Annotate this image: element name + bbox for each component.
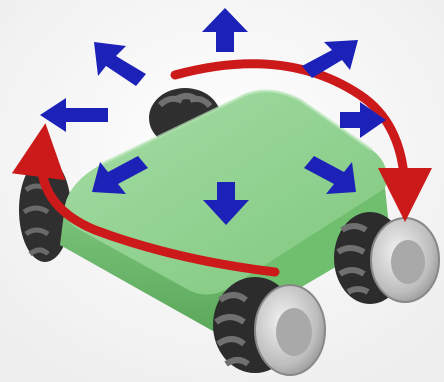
arrow-up-right-icon xyxy=(302,40,358,78)
rotate-counterclockwise-arc-icon xyxy=(11,123,280,277)
arrow-up-icon xyxy=(202,8,248,52)
arrow-right-icon xyxy=(340,102,386,138)
arrow-up-left-icon xyxy=(94,42,146,86)
rotate-clockwise-arc-icon xyxy=(170,59,432,222)
arrow-down-left-icon xyxy=(92,156,148,194)
wheel-front-right xyxy=(334,212,440,304)
arrow-left-icon xyxy=(40,98,108,132)
arrow-down-icon xyxy=(203,182,249,225)
wheel-front-left xyxy=(213,277,326,376)
arrow-down-right-icon xyxy=(304,156,356,194)
